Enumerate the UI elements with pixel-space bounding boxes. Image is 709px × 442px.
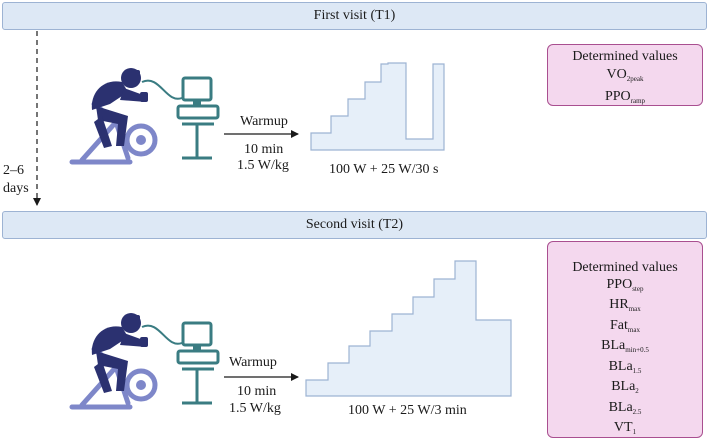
determined-values-box-t2: Determined values PPOstep HRmax Fatmax B… — [547, 241, 703, 438]
value-item: VT1 — [613, 420, 637, 436]
warmup-duration-t1: 10 min — [244, 142, 284, 157]
protocol-label-t1: 100 W + 25 W/30 s — [329, 162, 439, 177]
step-protocol-graphic — [305, 260, 512, 397]
value-item: BLa1.5 — [608, 358, 642, 375]
cyclist-ergometer-icon-t1 — [69, 68, 220, 165]
interval-range-label: 2–6 — [3, 163, 24, 178]
value-item: BLamin+0.5 — [601, 338, 649, 354]
cyclist-ergometer-icon-t2 — [69, 313, 220, 410]
interval-unit-label: days — [3, 181, 29, 196]
second-visit-bar: Second visit (T2) — [2, 211, 707, 239]
second-visit-title: Second visit (T2) — [305, 217, 404, 232]
first-visit-bar: First visit (T1) — [2, 2, 707, 30]
warmup-duration-t2: 10 min — [237, 384, 277, 399]
value-item: BLa2.5 — [608, 399, 642, 416]
determined-values-box-t1: Determined values VO2peak PPOramp — [547, 44, 703, 106]
warmup-label-t2: Warmup — [229, 355, 277, 370]
value-item: HRmax — [609, 297, 641, 313]
value-item: VO2peak — [606, 67, 644, 83]
value-item: Fatmax — [610, 317, 640, 334]
values-heading-t1: Determined values — [572, 49, 678, 64]
values-heading-t2: Determined values — [572, 260, 678, 275]
value-item: PPOramp — [604, 89, 646, 105]
protocol-label-t2: 100 W + 25 W/3 min — [348, 403, 467, 418]
warmup-label-t1: Warmup — [240, 114, 288, 129]
value-item: PPOstep — [606, 276, 644, 293]
warmup-load-t1: 1.5 W/kg — [237, 158, 289, 173]
ramp-protocol-graphic — [310, 62, 445, 151]
warmup-load-t2: 1.5 W/kg — [229, 401, 281, 416]
value-item: BLa2 — [611, 379, 639, 395]
first-visit-title: First visit (T1) — [313, 8, 396, 23]
